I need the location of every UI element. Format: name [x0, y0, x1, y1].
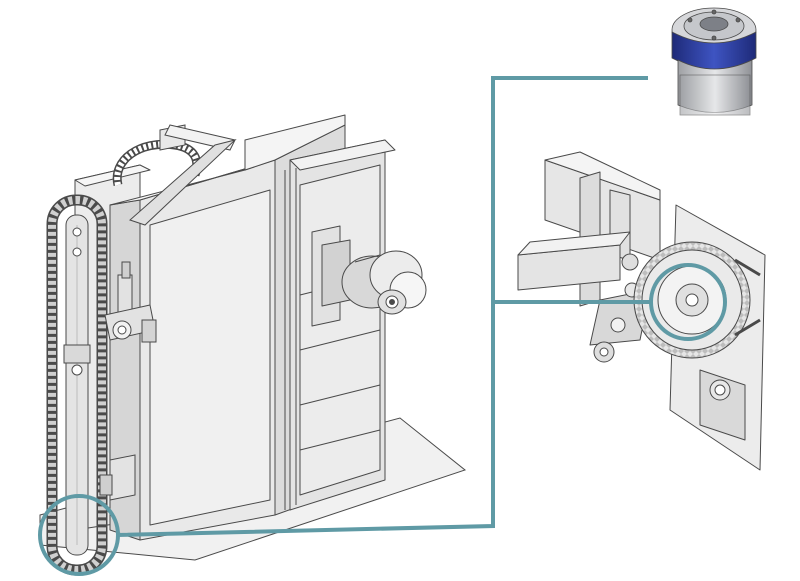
callout-circle-sprocket: [649, 263, 727, 341]
callout-lines: [38, 76, 727, 576]
gear-motor: [311, 225, 427, 327]
lower-bracket: [99, 454, 136, 501]
cable-carrier: [112, 124, 237, 226]
planetary-gearbox: [671, 7, 757, 116]
sprocket-assembly-detail: [517, 151, 766, 471]
chain-carriage: [104, 261, 157, 343]
vertical-chain-drive: [46, 194, 108, 576]
